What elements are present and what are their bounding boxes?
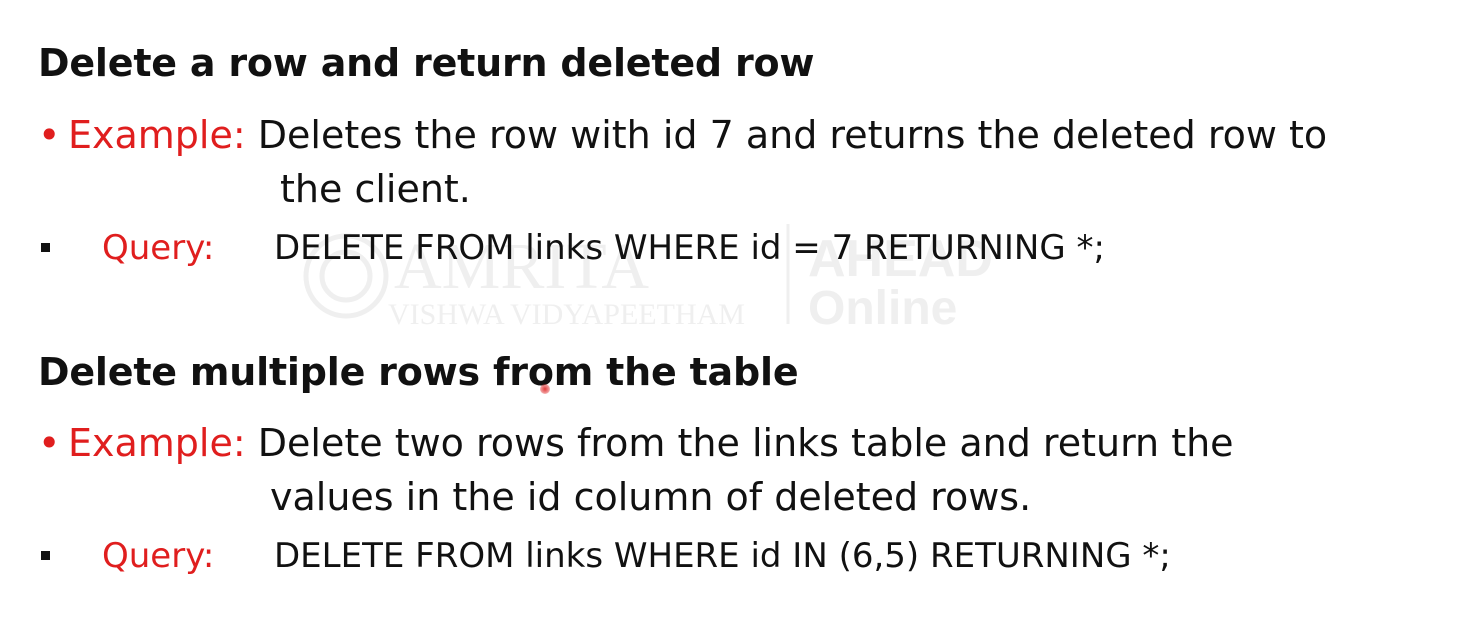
section2-example-text: Delete two rows from the links table and… xyxy=(257,421,1234,465)
section1-query-label: Query: xyxy=(102,228,215,268)
section2-example-continuation: values in the id column of deleted rows. xyxy=(270,475,1032,519)
watermark-partner-sub: Online xyxy=(808,282,957,334)
section1-heading: Delete a row and return deleted row xyxy=(38,41,815,85)
section1-example-continuation: the client. xyxy=(280,167,471,211)
bullet-dot-icon: • xyxy=(38,113,61,157)
section2-heading: Delete multiple rows from the table xyxy=(38,350,799,394)
section1-example-text: Deletes the row with id 7 and returns th… xyxy=(257,113,1328,157)
laser-pointer-icon xyxy=(540,384,550,394)
section2-query-label: Query: xyxy=(102,536,215,576)
bullet-dot-icon: • xyxy=(38,421,61,465)
section1-query-text: DELETE FROM links WHERE id = 7 RETURNING… xyxy=(274,228,1105,268)
square-bullet-icon xyxy=(41,551,50,560)
square-bullet-icon xyxy=(41,243,50,252)
section1-example-label: Example: xyxy=(68,113,246,157)
watermark-brand-sub: VISHWA VIDYAPEETHAM xyxy=(388,298,745,331)
section1-example: •Example: Deletes the row with id 7 and … xyxy=(38,108,1327,162)
section2-example-label: Example: xyxy=(68,421,246,465)
section2-query-text: DELETE FROM links WHERE id IN (6,5) RETU… xyxy=(274,536,1171,576)
section2-example: •Example: Delete two rows from the links… xyxy=(38,416,1234,470)
